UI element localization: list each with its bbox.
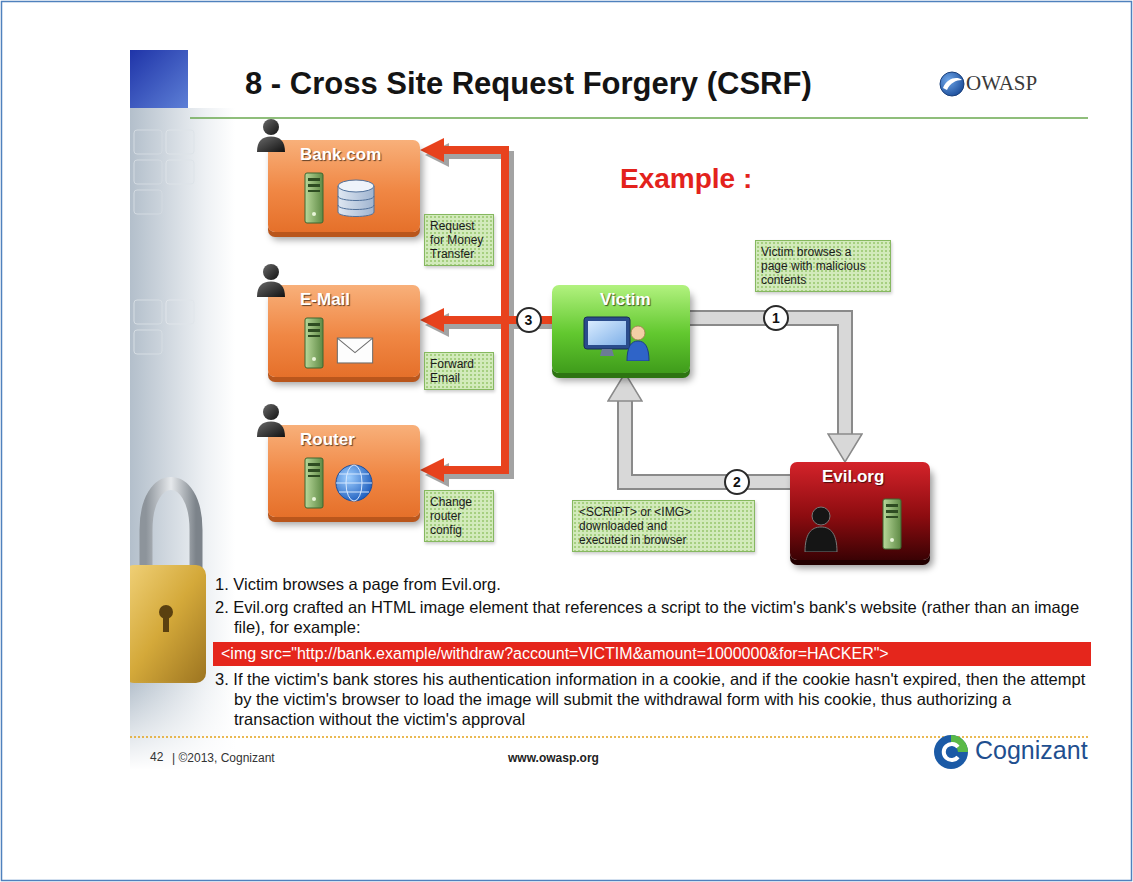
flow-arrow <box>690 318 845 462</box>
note-box: Forward Email <box>424 352 494 390</box>
connector-shadow <box>625 373 790 482</box>
padlock-photo <box>134 160 162 184</box>
cognizant-logo <box>934 735 968 769</box>
padlock-photo <box>134 190 162 214</box>
icon <box>337 338 372 363</box>
note-box: Victim browses a page with malicious con… <box>755 240 891 292</box>
server-box: Bank.com <box>268 140 420 232</box>
note-box: Request for Money Transfer <box>424 214 494 266</box>
padlock-photo <box>163 612 169 632</box>
slide-title: 8 - Cross Site Request Forgery (CSRF) <box>245 66 812 102</box>
icon <box>584 317 630 356</box>
label-holder: 3. If the victim's bank stores his authe… <box>215 669 1095 729</box>
callout-holder: 2 <box>724 469 750 495</box>
padlock-photo <box>166 300 194 324</box>
icon <box>305 458 323 508</box>
note-text: Victim browses a page with malicious con… <box>761 245 879 287</box>
padlock-photo <box>166 160 194 184</box>
padlock-photo <box>134 300 162 324</box>
server-box: E-Mail <box>268 285 420 377</box>
note-box: <SCRIPT> or <IMG> downloaded and execute… <box>572 500 755 552</box>
box-title: Victim <box>600 290 684 310</box>
box-title: E-Mail <box>300 290 414 310</box>
step-text: 3. If the victim's bank stores his authe… <box>215 669 1095 729</box>
owasp-logo <box>940 72 964 96</box>
label-holder: www.owasp.org <box>508 751 599 765</box>
padlock-photo <box>130 565 206 683</box>
padlock-photo <box>146 484 196 576</box>
title-square <box>130 50 188 108</box>
note-box: Change router config <box>424 490 494 542</box>
owasp-logo <box>943 78 962 90</box>
title-holder: 8 - Cross Site Request Forgery (CSRF) <box>245 66 812 102</box>
label-holder: 1. Victim browses a page from Evil.org. <box>215 574 1095 594</box>
note-text: Request for Money Transfer <box>430 219 488 261</box>
page-number: 42 <box>150 750 163 764</box>
cognizant-logo <box>944 744 958 760</box>
example-heading: Example : <box>620 163 752 195</box>
icon <box>336 465 372 501</box>
icon <box>305 318 323 368</box>
server-box: Router <box>268 425 420 517</box>
callout-number: 1 <box>763 305 789 331</box>
connector-group <box>420 150 845 482</box>
box-title: Evil.org <box>822 467 924 487</box>
icon <box>338 180 374 217</box>
logo-text: Cognizant <box>975 736 1088 765</box>
label-holder: | ©2013, Cognizant <box>172 751 275 765</box>
callout-holder: 3 <box>516 307 542 333</box>
label-holder: OWASP <box>966 71 1037 96</box>
connector-shadow <box>425 155 557 325</box>
attacker-box: Evil.org <box>790 462 930 560</box>
icon <box>257 264 285 297</box>
icon <box>257 119 285 152</box>
callout-holder: 1 <box>763 305 789 331</box>
note-text: <SCRIPT> or <IMG> downloaded and execute… <box>579 505 707 547</box>
title-rule <box>190 117 1088 118</box>
request-arrow <box>420 150 552 320</box>
icon <box>627 326 649 361</box>
callout-number: 2 <box>724 469 750 495</box>
flow-arrow <box>625 373 790 482</box>
icon <box>883 499 901 549</box>
footer-url: www.owasp.org <box>508 751 599 765</box>
note-text: Forward Email <box>430 357 488 385</box>
request-arrow <box>420 320 552 470</box>
padlock-photo <box>166 130 194 154</box>
connector-shadow <box>690 318 845 462</box>
label-holder: Example : <box>620 163 752 195</box>
label-holder: 2. Evil.org crafted an HTML image elemen… <box>215 597 1095 637</box>
code-text: <img src="http://bank.example/withdraw?a… <box>221 644 1083 664</box>
note-text: Change router config <box>430 495 488 537</box>
connector-shadow <box>425 325 557 475</box>
cognizant-logo <box>934 735 968 769</box>
owasp-logo <box>940 72 964 96</box>
logo-text: OWASP <box>966 71 1037 96</box>
padlock-photo <box>134 330 162 354</box>
label-holder: Cognizant <box>975 736 1088 765</box>
callout-number: 3 <box>516 307 542 333</box>
padlock-photo <box>134 130 162 154</box>
icon <box>305 173 323 223</box>
step-text: 1. Victim browses a page from Evil.org. <box>215 574 1095 594</box>
icon <box>805 507 837 552</box>
copyright-note: | ©2013, Cognizant <box>172 751 275 765</box>
box-title: Router <box>300 430 414 450</box>
step-text: 2. Evil.org crafted an HTML image elemen… <box>215 597 1095 637</box>
code-bar: <img src="http://bank.example/withdraw?a… <box>213 642 1091 666</box>
box-title: Bank.com <box>300 145 414 165</box>
icon <box>257 404 285 437</box>
label-holder: 42 <box>150 750 163 764</box>
victim-box: Victim <box>552 285 690 373</box>
